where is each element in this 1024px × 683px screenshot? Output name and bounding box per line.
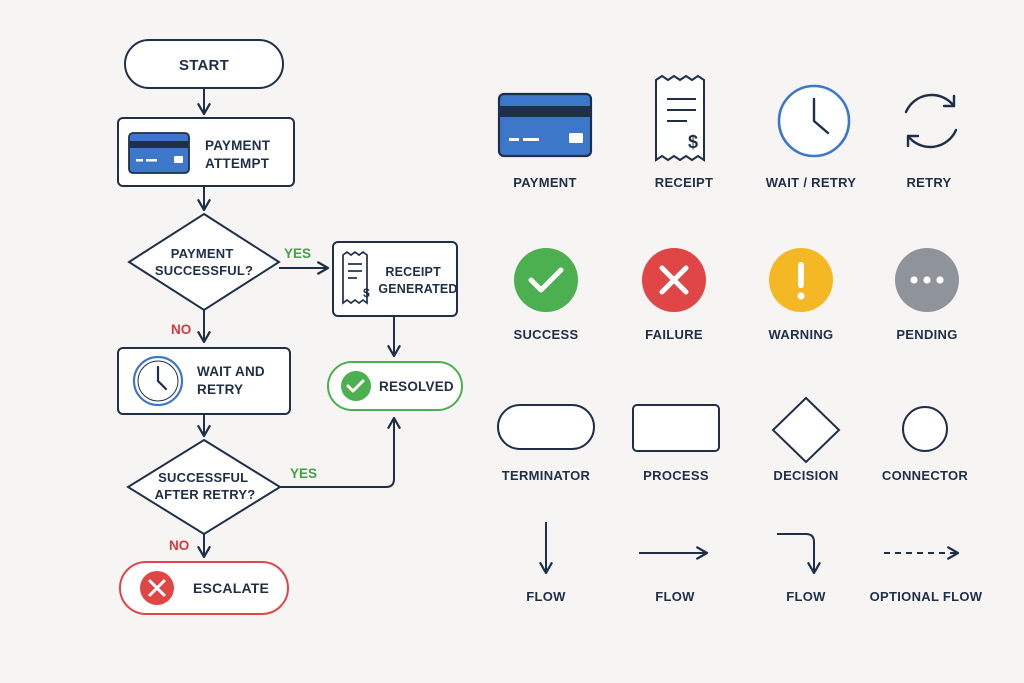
ellipsis-icon (895, 248, 959, 312)
credit-card-icon (128, 132, 190, 174)
receipt-generated-process: $ RECEIPT GENERATED (332, 241, 458, 317)
svg-text:RECEIPT GENERATED: RECEIPT GENERATED (378, 265, 457, 296)
successful-after-retry-decision: SUCCESSFUL AFTER RETRY? (126, 438, 282, 536)
terminator-shape (497, 404, 595, 450)
legend-flow-elbow: FLOW (777, 533, 826, 604)
legend-warning: WARNING (769, 248, 834, 342)
receipt-icon: $ (655, 74, 705, 162)
clock-icon (777, 84, 851, 158)
payment-successful-decision: PAYMENT SUCCESSFUL? (127, 212, 281, 312)
legend-terminator: TERMINATOR (497, 404, 595, 483)
check-icon (514, 248, 578, 312)
legend-label-flow-1: FLOW (526, 589, 566, 604)
legend-wait-retry: WAIT / RETRY (766, 84, 857, 190)
retry-icon (904, 93, 958, 149)
legend-process: PROCESS (632, 404, 720, 483)
legend-label-connector: CONNECTOR (882, 468, 969, 483)
svg-text:PAYMENT SUCCESSFUL?: PAYMENT SUCCESSFUL? (155, 246, 253, 278)
legend-label-terminator: TERMINATOR (502, 468, 591, 483)
wait-and-retry-label-line1: WAIT AND (197, 364, 265, 379)
after-retry-label-line2: AFTER RETRY? (155, 487, 256, 502)
svg-text:WAIT AND RETRY: WAIT AND RETRY (197, 364, 269, 397)
svg-text:$: $ (363, 286, 370, 300)
check-icon (341, 371, 371, 401)
flowchart: START PAYMENT ATTEMPT PAYMENT SU (117, 39, 463, 615)
no-label-2: NO (169, 538, 189, 553)
legend-label-receipt: RECEIPT (655, 175, 713, 190)
resolved-terminator: RESOLVED (327, 361, 463, 411)
start-terminator: START (124, 39, 284, 89)
legend-label-payment: PAYMENT (513, 175, 577, 190)
resolved-label: RESOLVED (379, 379, 454, 394)
receipt-icon: $ (342, 250, 370, 305)
exclamation-icon (769, 248, 833, 312)
elbow-arrow-icon (777, 533, 821, 575)
legend-label-flow-3: FLOW (786, 589, 826, 604)
legend-label-success: SUCCESS (514, 327, 579, 342)
after-retry-label-line1: SUCCESSFUL (158, 470, 248, 485)
svg-text:SUCCESSFUL AFTER RETRY: SUCCESSFUL AFTER RETRY? (155, 470, 256, 502)
legend-success: SUCCESS (514, 248, 579, 342)
decision-shape (771, 396, 841, 464)
payment-attempt-label-line1: PAYMENT (205, 138, 271, 153)
legend-failure: FAILURE (642, 248, 706, 342)
legend-label-flow-2: FLOW (655, 589, 695, 604)
receipt-generated-label-line1: RECEIPT (385, 265, 441, 279)
legend: PAYMENT $ RECEIPT WAIT / RETRY (497, 74, 983, 604)
payment-successful-label-line2: SUCCESSFUL? (155, 263, 253, 278)
no-label-1: NO (171, 322, 191, 337)
legend-label-wait-retry: WAIT / RETRY (766, 175, 857, 190)
legend-flow-down: FLOW (526, 522, 566, 604)
payment-attempt-label-line2: ATTEMPT (205, 156, 270, 171)
escalate-terminator: ESCALATE (119, 561, 289, 615)
wait-and-retry-process: WAIT AND RETRY (117, 347, 291, 415)
svg-text:PAYMENT ATTEMPT: PAYMENT ATTEMPT (205, 138, 274, 171)
legend-label-process: PROCESS (643, 468, 709, 483)
x-icon (642, 248, 706, 312)
x-icon (140, 571, 174, 605)
legend-connector: CONNECTOR (882, 406, 969, 483)
legend-decision: DECISION (771, 396, 841, 483)
legend-flow-right: FLOW (639, 546, 709, 604)
legend-label-decision: DECISION (773, 468, 838, 483)
legend-payment: PAYMENT (497, 92, 593, 190)
credit-card-icon (497, 92, 593, 158)
connector-shape (902, 406, 948, 452)
legend-label-warning: WARNING (769, 327, 834, 342)
yes-label-2: YES (290, 466, 317, 481)
svg-text:$: $ (688, 132, 698, 152)
legend-label-retry: RETRY (906, 175, 951, 190)
legend-label-pending: PENDING (896, 327, 957, 342)
legend-label-failure: FAILURE (645, 327, 703, 342)
legend-optional-flow: OPTIONAL FLOW (870, 546, 983, 604)
legend-pending: PENDING (895, 248, 959, 342)
legend-retry: RETRY (904, 93, 958, 190)
clock-icon (132, 355, 184, 407)
legend-label-optional-flow: OPTIONAL FLOW (870, 589, 983, 604)
payment-attempt-process: PAYMENT ATTEMPT (117, 117, 295, 187)
process-shape (632, 404, 720, 452)
receipt-generated-label-line2: GENERATED (378, 282, 457, 296)
payment-successful-label-line1: PAYMENT (171, 246, 234, 261)
legend-receipt: $ RECEIPT (655, 74, 713, 190)
start-label: START (179, 57, 229, 74)
wait-and-retry-label-line2: RETRY (197, 382, 243, 397)
yes-label-1: YES (284, 246, 311, 261)
escalate-label: ESCALATE (193, 580, 269, 596)
connector-yes2-to-resolved (280, 416, 401, 488)
